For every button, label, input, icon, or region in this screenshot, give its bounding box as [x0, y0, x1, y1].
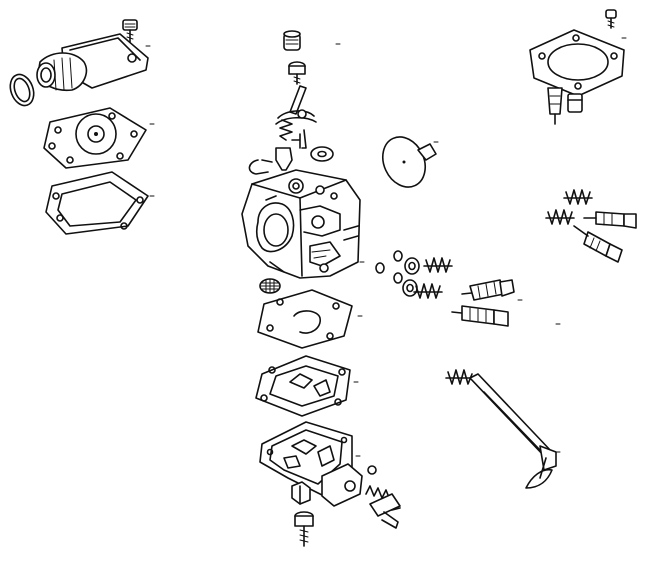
right-springs: [545, 189, 593, 225]
mixture-springs: [413, 257, 453, 299]
throttle-shutter: [382, 136, 437, 188]
fuel-screen: [259, 278, 281, 294]
o-ring: [9, 73, 35, 107]
metering-gasket: [255, 355, 351, 417]
top-cover-plate: [529, 29, 625, 97]
carburetor-cover: [259, 421, 363, 507]
pump-diaphragm: [43, 107, 147, 169]
pin-circlip: [248, 159, 273, 175]
needle-valve-parts: [547, 87, 583, 125]
check-ball: [367, 465, 377, 475]
washer: [310, 146, 334, 162]
pump-gasket: [45, 171, 149, 235]
cover-screw: [294, 511, 314, 547]
throttle-shaft: [445, 369, 557, 489]
plate-screw: [605, 9, 617, 29]
intake-elbow: [36, 33, 149, 92]
needle-lever: [275, 85, 317, 125]
top-cap-screw: [283, 30, 301, 51]
small-rings: [375, 250, 403, 284]
inlet-needle-spring: [275, 119, 307, 171]
leader-ticks: [145, 37, 627, 457]
carburetor-body: [241, 169, 361, 279]
hex-fitting: [291, 481, 311, 505]
small-screw: [288, 61, 306, 85]
metering-diaphragm: [257, 289, 353, 349]
right-needles: [573, 211, 637, 263]
mixture-needles: [451, 279, 515, 327]
elbow-screw: [122, 19, 138, 43]
idle-adjust-screw: [365, 485, 401, 529]
